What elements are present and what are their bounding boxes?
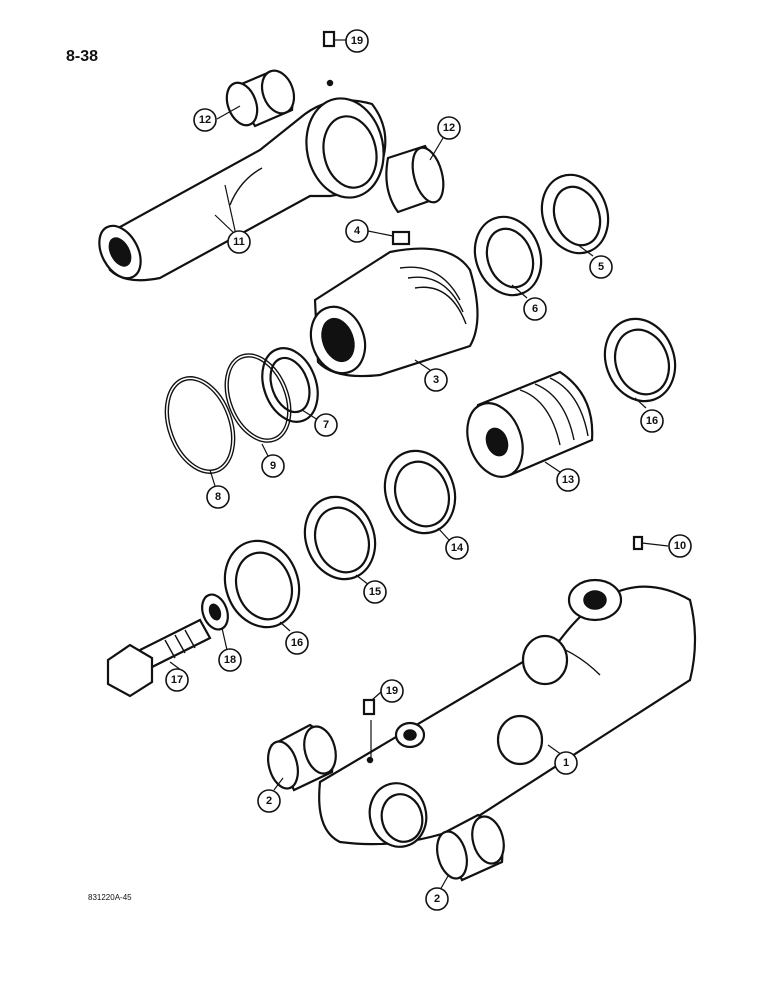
backup-ring-7 [261,347,319,423]
callout-15: 15 [363,580,387,604]
seal-6 [473,215,543,297]
o-ring-plug-lower [496,714,544,766]
grease-fitting-19-bottom [362,698,376,716]
rod-end-eye [98,79,387,282]
svg-text:6: 6 [532,303,538,315]
svg-text:10: 10 [674,540,686,552]
callout-17: 17 [165,668,189,692]
callout-18: 18 [218,648,242,672]
callout-12-left: 12 [193,108,217,132]
callout-2-left: 2 [257,789,281,813]
leader-lines [169,105,647,891]
svg-text:19: 19 [351,35,363,47]
callout-11: 11 [227,230,251,254]
svg-text:8: 8 [215,491,221,503]
svg-text:7: 7 [323,419,329,431]
seal-5 [540,173,610,255]
piston-13 [466,370,594,478]
callout-8: 8 [206,485,230,509]
callout-14: 14 [445,536,469,560]
callout-19-top: 19 [345,29,369,53]
o-ring-8 [164,376,236,474]
vent-fitting-10 [632,535,669,551]
callout-2-right: 2 [425,887,449,911]
washer-18 [201,593,229,631]
svg-text:14: 14 [451,542,464,554]
svg-text:2: 2 [266,795,272,807]
wear-ring-16-lower [223,539,301,629]
callout-19-bottom: 19 [380,679,404,703]
callout-7: 7 [314,413,338,437]
bolt-17 [106,618,212,698]
svg-text:13: 13 [562,474,574,486]
callout-1: 1 [554,751,578,775]
o-ring-9 [224,353,292,443]
callout-9: 9 [261,454,285,478]
svg-text:9: 9 [270,460,276,472]
svg-text:2: 2 [434,893,440,905]
svg-text:17: 17 [171,674,183,686]
svg-text:5: 5 [598,261,604,273]
bearing-2-right [436,813,505,882]
callout-4: 4 [345,219,369,243]
wear-ring-14 [383,449,457,535]
svg-text:15: 15 [369,586,381,598]
wear-ring-16-upper [603,317,677,403]
svg-text:3: 3 [433,374,439,386]
callout-16-upper: 16 [640,409,664,433]
callout-5: 5 [589,255,613,279]
svg-text:19: 19 [386,685,398,697]
callout-16-lower: 16 [285,631,309,655]
svg-text:12: 12 [443,122,455,134]
callout-12-right: 12 [437,116,461,140]
svg-text:12: 12 [199,114,211,126]
svg-text:18: 18 [224,654,236,666]
svg-text:16: 16 [646,415,658,427]
callout-3: 3 [424,368,448,392]
grease-fitting-19-top [322,30,347,48]
bearing-12-right [385,144,445,214]
svg-text:4: 4 [354,225,361,237]
svg-text:1: 1 [563,757,569,769]
cylinder-tube-1 [318,578,697,848]
callout-10: 10 [668,534,692,558]
figure-code: 831220A-45 [88,893,132,902]
svg-text:11: 11 [233,236,245,248]
bearing-2-left [267,723,337,792]
cylinder-head-3 [309,230,479,378]
wear-ring-15 [303,495,377,581]
bearing-12-left [225,69,296,128]
callout-13: 13 [556,468,580,492]
callout-6: 6 [523,297,547,321]
o-ring-plug-upper [521,634,569,686]
page-number: 8-38 [66,48,99,65]
svg-text:16: 16 [291,637,303,649]
